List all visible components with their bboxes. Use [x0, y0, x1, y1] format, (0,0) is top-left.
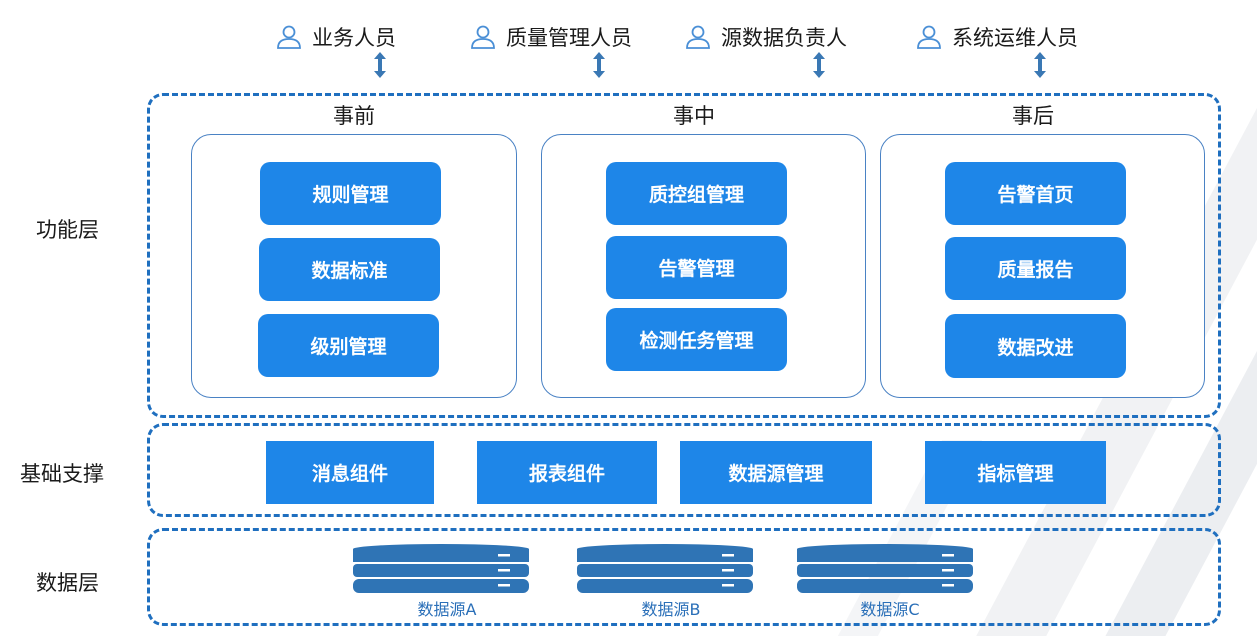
role-label: 质量管理人员 — [506, 26, 632, 50]
alert-home-button[interactable]: 告警首页 — [945, 162, 1126, 225]
datasource-label: 数据源A — [417, 600, 477, 619]
phase-title-after: 事后 — [1012, 104, 1054, 128]
user-icon — [277, 25, 301, 49]
data-layer — [147, 528, 1221, 626]
user-icon — [686, 25, 710, 49]
role-business: 业务人员 — [276, 22, 396, 52]
role-source-owner: 源数据负责人 — [685, 22, 847, 52]
report-component-button[interactable]: 报表组件 — [477, 441, 657, 504]
role-ops: 系统运维人员 — [916, 22, 1078, 52]
support-layer — [147, 423, 1221, 517]
bidirectional-arrow-icon — [813, 52, 825, 78]
data-improvement-button[interactable]: 数据改进 — [945, 314, 1126, 378]
phase-title-before: 事前 — [333, 104, 375, 128]
level-management-button[interactable]: 级别管理 — [258, 314, 439, 377]
database-icon — [577, 544, 753, 593]
role-label: 源数据负责人 — [721, 26, 847, 50]
database-icon — [353, 544, 529, 593]
metric-management-button[interactable]: 指标管理 — [925, 441, 1106, 504]
message-component-button[interactable]: 消息组件 — [266, 441, 434, 504]
user-icon — [471, 25, 495, 49]
layer-label-data: 数据层 — [36, 571, 99, 595]
datasource-label: 数据源C — [860, 600, 920, 619]
bidirectional-arrow-icon — [1034, 52, 1046, 78]
alert-management-button[interactable]: 告警管理 — [606, 236, 787, 299]
user-icon — [917, 25, 941, 49]
phase-title-during: 事中 — [673, 104, 715, 128]
bidirectional-arrow-icon — [374, 52, 386, 78]
layer-label-function: 功能层 — [36, 218, 99, 242]
function-layer — [147, 93, 1221, 418]
qc-group-management-button[interactable]: 质控组管理 — [606, 162, 787, 225]
role-label: 系统运维人员 — [952, 26, 1078, 50]
bidirectional-arrow-icon — [593, 52, 605, 78]
rule-management-button[interactable]: 规则管理 — [260, 162, 441, 225]
data-standard-button[interactable]: 数据标准 — [259, 238, 440, 301]
role-quality-manager: 质量管理人员 — [470, 22, 632, 52]
role-label: 业务人员 — [312, 26, 396, 50]
database-icon — [797, 544, 973, 593]
layer-label-support: 基础支撑 — [20, 462, 104, 486]
datasource-label: 数据源B — [641, 600, 701, 619]
quality-report-button[interactable]: 质量报告 — [945, 237, 1126, 300]
datasource-management-button[interactable]: 数据源管理 — [680, 441, 872, 504]
detection-task-management-button[interactable]: 检测任务管理 — [606, 308, 787, 371]
